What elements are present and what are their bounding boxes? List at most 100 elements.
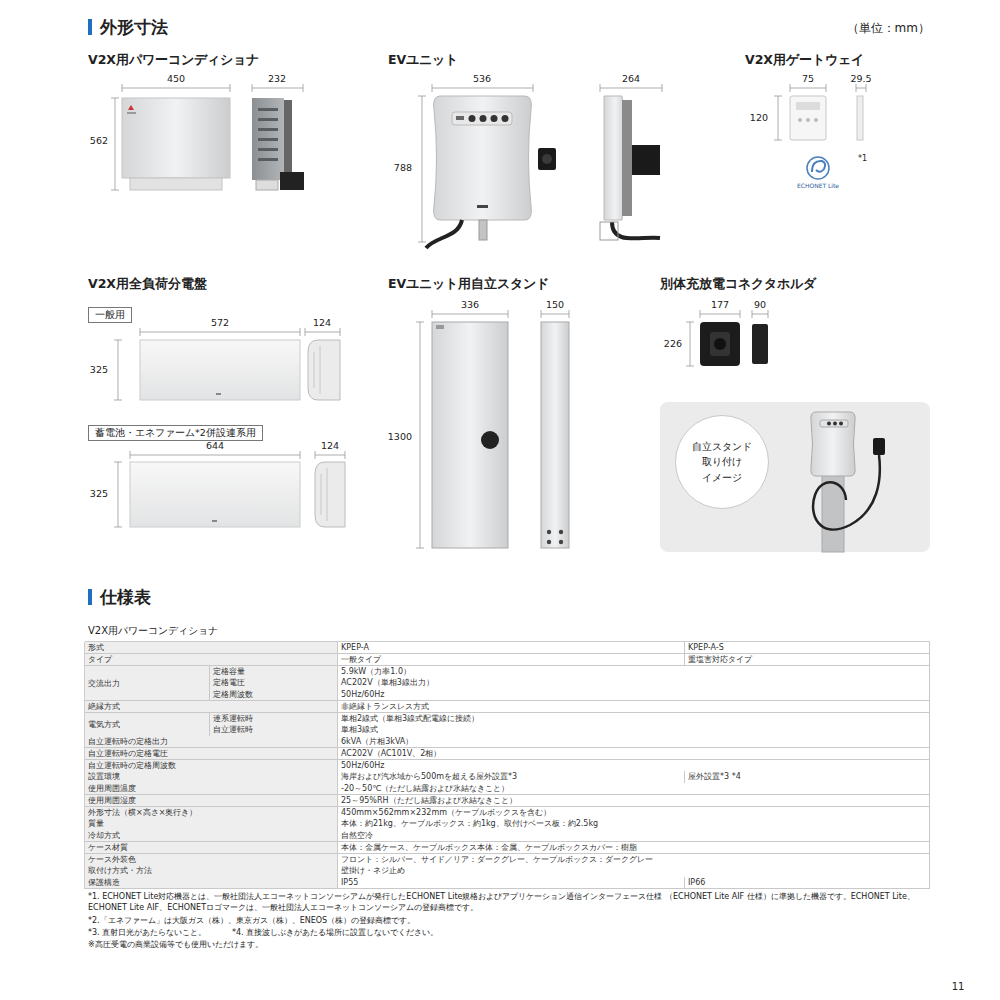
gateway-image (807, 157, 829, 179)
table-cell: 単相2線式（単相3線式配電線に接続） (338, 713, 930, 725)
node-text: 自立スタンド 取り付け イメージ (690, 439, 754, 485)
ev-unit-image (622, 100, 632, 216)
distribution-board-image (140, 340, 300, 400)
text-label: 536 (473, 73, 491, 84)
stand-image (432, 322, 508, 548)
gateway-image (857, 96, 863, 140)
table-cell: 自立運転時の定格周波数 (85, 760, 338, 772)
gateway-image (798, 118, 802, 122)
table-cell: 自立運転時の定格電圧 (85, 748, 338, 760)
table-cell: 屋外設置*3 *4 (685, 771, 930, 783)
heading-bar (88, 19, 92, 35)
mount-image-panel (811, 412, 855, 476)
footnote: *1. ECHONET Lite対応機器とは、一般社団法人エコーネットコンソーシ… (88, 892, 928, 914)
distribution-board-image (308, 340, 340, 400)
text-label: 75 (802, 73, 814, 84)
ev-unit-image (502, 115, 509, 122)
stand-image (436, 325, 444, 329)
text-label: 90 (754, 299, 766, 310)
distribution-board-image (314, 346, 320, 394)
table-cell: 定格周波数 (210, 689, 338, 701)
table-cell: 単相3線式 (338, 724, 930, 736)
table-cell: AC202V（単相3線出力） (338, 677, 930, 689)
connector-holder-image (714, 338, 726, 350)
ev-unit-image (538, 148, 556, 170)
stand-image (432, 322, 569, 548)
node-text: 一般用 (95, 309, 125, 321)
dimension-line (114, 462, 122, 527)
table-cell: 自然空冷 (338, 830, 930, 842)
dimension-line (541, 310, 569, 318)
table-cell: 交流出力 (85, 666, 210, 702)
dimension-line (752, 310, 768, 318)
table-cell: 質量 (85, 818, 338, 830)
dimension-line (686, 322, 694, 366)
text-label: 644 (206, 440, 224, 451)
table-cell: 50Hz/60Hz (338, 760, 930, 772)
dimension-line (418, 96, 426, 242)
table-cell: タイプ (85, 654, 338, 666)
table-frame (85, 642, 930, 889)
dimension-line (774, 96, 782, 140)
text-label: 150 (546, 299, 564, 310)
ev-unit-image (456, 116, 464, 120)
table-cell: 自立運転時の定格出力 (85, 736, 338, 748)
connector-holder-image (700, 322, 768, 366)
table-cell: 6kVA（片相3kVA） (338, 736, 930, 748)
dimension-line (790, 84, 826, 92)
table-cell: 形式 (85, 642, 338, 654)
text-label: 325 (90, 364, 108, 375)
table-cell: 重塩害対応タイプ (685, 654, 930, 666)
table-cell: 使用周囲温度 (85, 783, 338, 795)
ev-unit-image (632, 145, 660, 175)
text-label: 120 (750, 112, 768, 123)
distribution-board-image (315, 462, 345, 527)
text-label: 325 (90, 488, 108, 499)
table-cell: IP55 (338, 877, 685, 889)
callout-circle: 自立スタンド 取り付け イメージ (675, 415, 769, 509)
dimension-line (122, 84, 230, 92)
stand-image (547, 530, 551, 534)
text-label: *2.「エネファーム」は大阪ガス（株）、東京ガス（株）、ENEOS（株）の登録商… (88, 916, 415, 926)
table-frame (85, 642, 930, 889)
text-label: *1 (858, 154, 867, 164)
ev-unit-image (491, 115, 498, 122)
table-cell: 設置環境 (85, 771, 338, 783)
ev-unit-image (480, 115, 487, 122)
table-cell: KPEP-A-S (685, 642, 930, 654)
power-conditioner-image (130, 178, 222, 190)
dimension-line (432, 84, 533, 92)
table-cell: 冷却方式 (85, 830, 338, 842)
connector-holder-image (752, 324, 768, 364)
ev-unit-image (452, 112, 512, 125)
mount-image-panel (813, 455, 880, 530)
ev-unit-image (469, 115, 476, 122)
table-cell: IP66 (685, 877, 930, 889)
table-cell: 取付け方式・方法 (85, 865, 338, 877)
ev-unit-image (612, 222, 660, 238)
text-label: V2X用パワーコンディショナ (88, 625, 218, 637)
text-label: 226 (664, 338, 682, 349)
distribution-board-image (212, 520, 217, 522)
table-cell: 使用周囲湿度 (85, 795, 338, 807)
text-label: ※高圧受電の商業設備等でも使用いただけます。 (88, 940, 263, 950)
power-conditioner-image (258, 128, 278, 131)
table-cell: フロント：シルバー、サイド／リア：ダークグレー、ケーブルボックス：ダークグレー (338, 854, 930, 866)
power-conditioner-image (122, 98, 304, 190)
stand-image (541, 322, 569, 548)
gateway-image (812, 161, 825, 172)
table-cell: AC202V（AC101V、2相） (338, 748, 930, 760)
distribution-board-image (321, 468, 327, 521)
text-label: 11 (952, 981, 965, 993)
mount-image-panel (660, 402, 930, 552)
text-label: 仕様表 (100, 587, 151, 607)
heading-bar (88, 589, 92, 605)
dimension-line (111, 98, 119, 190)
dimension-line (305, 328, 340, 336)
distribution-board-image (216, 393, 221, 395)
power-conditioner-image (258, 108, 278, 111)
power-conditioner-image (252, 98, 284, 180)
text-label: 29.5 (850, 73, 871, 84)
table-cell: ケース材質 (85, 842, 338, 854)
dimension-line (252, 84, 303, 92)
